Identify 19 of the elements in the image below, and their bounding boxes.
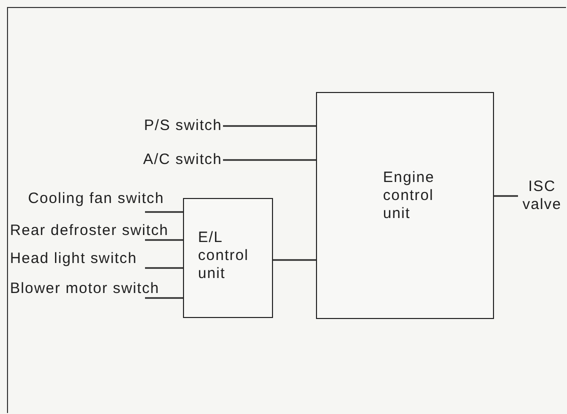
switch-label: A/C switch (112, 151, 222, 169)
control-unit-box (316, 92, 494, 319)
component-label: ISC valve (518, 178, 566, 214)
unit-label: Engine control unit (383, 169, 436, 223)
control-unit-box (183, 198, 273, 318)
switch-label: Rear defroster switch (10, 222, 182, 240)
connector-line (223, 159, 316, 161)
connector-line (145, 211, 183, 213)
connector-line (273, 259, 316, 261)
unit-label: E/L control unit (198, 229, 250, 283)
switch-label: Blower motor switch (10, 280, 182, 298)
switch-label: P/S switch (112, 117, 222, 135)
connector-line (145, 267, 183, 269)
connector-line (145, 239, 183, 241)
connector-line (145, 297, 183, 299)
switch-label: Cooling fan switch (28, 190, 182, 212)
connector-line (494, 195, 518, 197)
connector-line (223, 125, 316, 127)
switch-label: Head light switch (10, 250, 182, 268)
